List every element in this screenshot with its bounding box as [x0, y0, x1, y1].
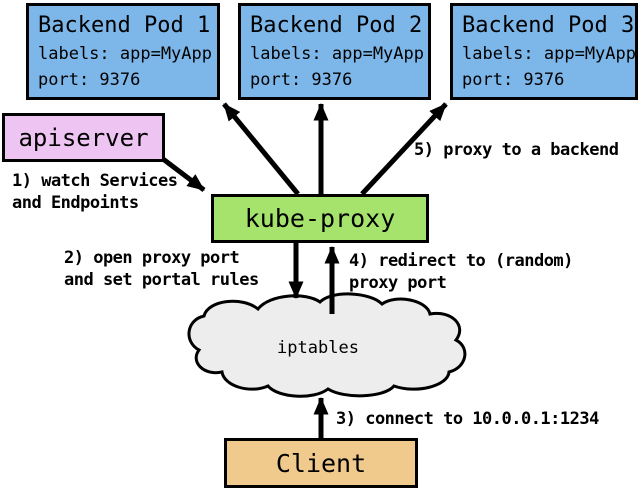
client-label: Client	[275, 448, 367, 478]
arrow-kube-proxy-to-pod-3	[360, 102, 448, 196]
kube-proxy-label: kube-proxy	[244, 204, 396, 233]
annotation-step2: 2) open proxy port and set portal rules	[64, 248, 259, 290]
annotation-step1: 1) watch Services and Endpoints	[12, 171, 178, 213]
apiserver-label: apiserver	[18, 123, 149, 152]
backend-pod-2-port: port: 9376	[250, 70, 353, 90]
backend-pod-3-box: Backend Pod 3 labels: app=MyApp port: 93…	[450, 3, 638, 100]
backend-pod-3-labels: labels: app=MyApp	[462, 44, 636, 64]
client-box: Client	[224, 438, 418, 488]
backend-pod-1-port: port: 9376	[38, 70, 141, 90]
arrow-kube-proxy-to-pod-1	[222, 102, 300, 196]
annotation-step4: 4) redirect to (random) proxy port	[349, 251, 573, 293]
backend-pod-2-title: Backend Pod 2	[250, 13, 423, 38]
iptables-cloud	[187, 292, 467, 398]
backend-pod-1-labels: labels: app=MyApp	[38, 44, 212, 64]
annotation-step5: 5) proxy to a backend	[414, 140, 619, 160]
annotation-step3: 3) connect to 10.0.0.1:1234	[336, 409, 599, 429]
backend-pod-3-title: Backend Pod 3	[462, 13, 635, 38]
kube-proxy-box: kube-proxy	[211, 194, 429, 243]
backend-pod-1-title: Backend Pod 1	[38, 13, 211, 38]
backend-pod-2-labels: labels: app=MyApp	[250, 44, 424, 64]
apiserver-box: apiserver	[2, 113, 165, 162]
backend-pod-3-port: port: 9376	[462, 70, 565, 90]
backend-pod-2-box: Backend Pod 2 labels: app=MyApp port: 93…	[238, 3, 431, 100]
iptables-label: iptables	[277, 338, 359, 358]
backend-pod-1-box: Backend Pod 1 labels: app=MyApp port: 93…	[26, 3, 220, 100]
arrow-apiserver-to-kube-proxy	[161, 157, 206, 192]
